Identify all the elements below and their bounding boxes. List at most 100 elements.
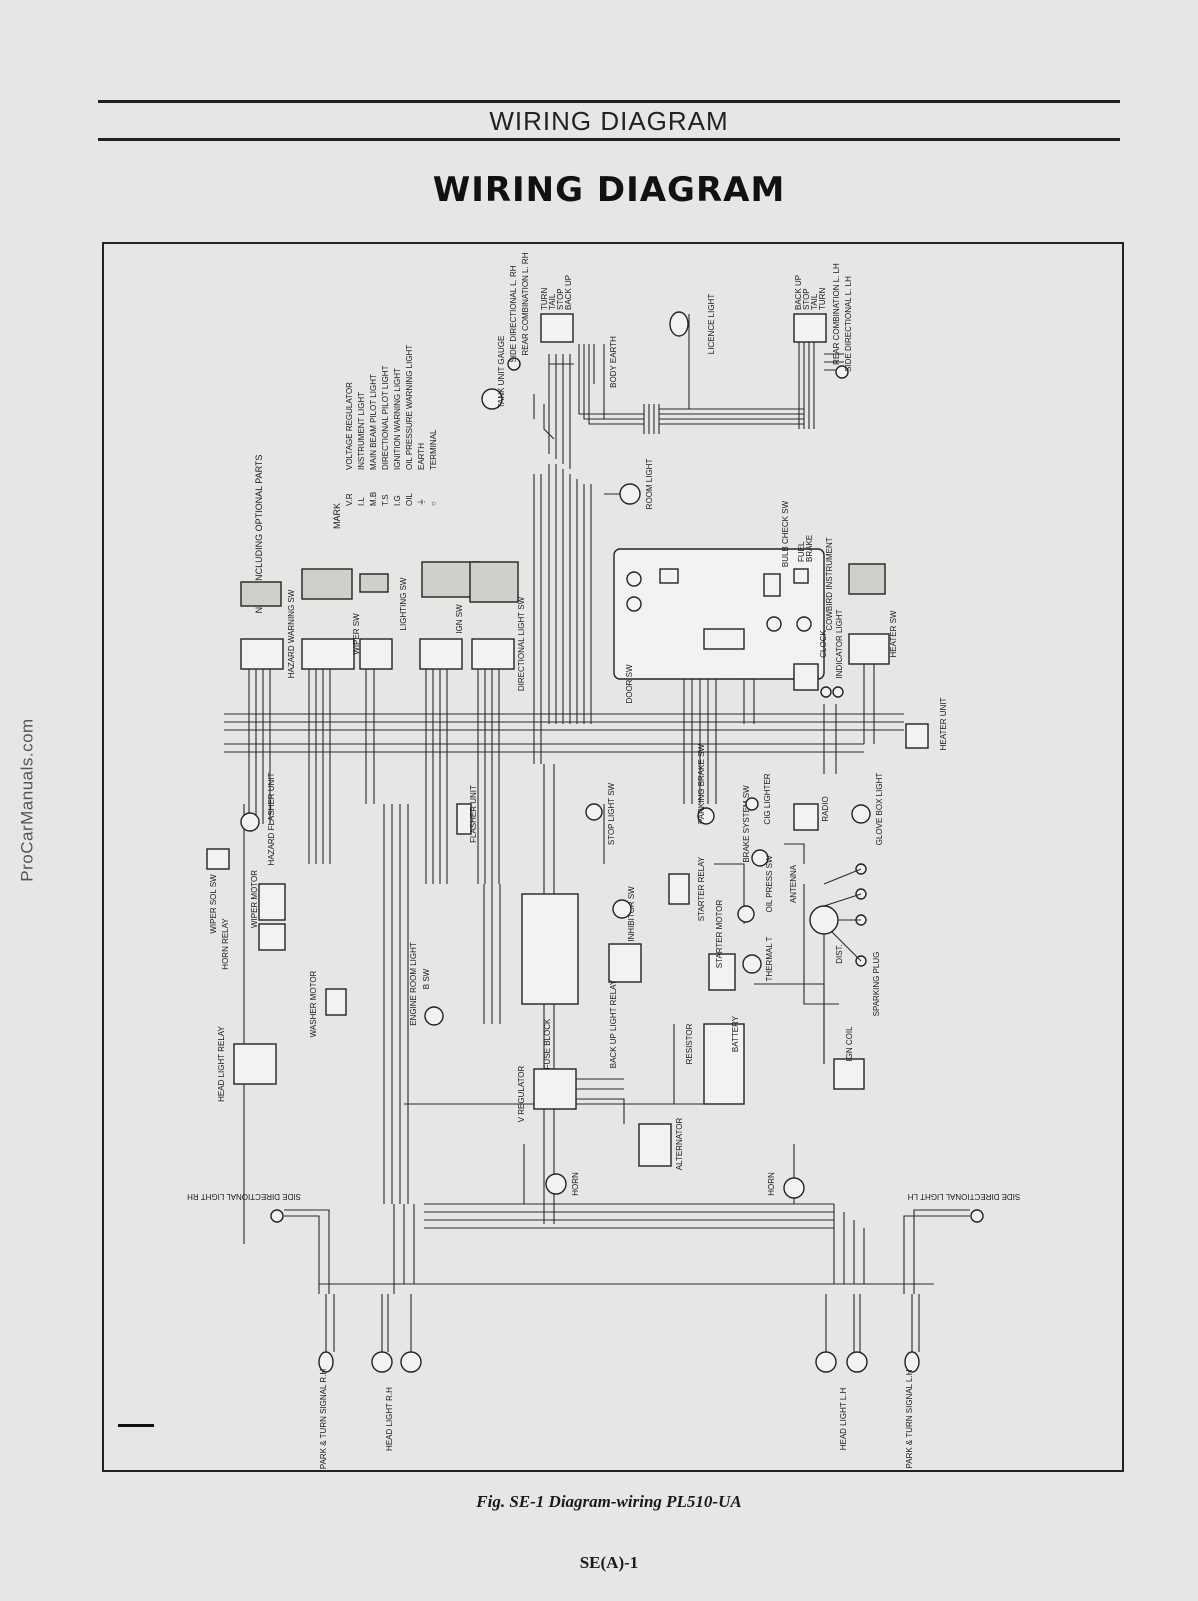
watermark: ProCarManuals.com [8, 700, 48, 900]
cig-lighter [745, 797, 759, 811]
flasher-unit-label: FLASHER UNIT [469, 785, 478, 843]
page-title: WIRING DIAGRAM [432, 170, 786, 210]
parking-brake-sw-label: PARKING BRAKE SW [697, 744, 706, 824]
mark-code: ⏚ [417, 498, 426, 506]
heater-sw-label: HEATER SW [889, 610, 898, 657]
turn-label: TURN [540, 288, 549, 310]
indicator-light [832, 686, 844, 698]
rear-combination-lh-label: REAR COMBINATION L. LH [832, 263, 841, 365]
header-rule-bottom [98, 138, 1120, 141]
resistor-label: RESISTOR [685, 1023, 694, 1064]
clock-label: CLOCK [819, 630, 828, 658]
door-sw-label: DOOR SW [625, 664, 634, 704]
hazard-flasher-unit [240, 812, 260, 832]
side-directional-lh-label: SIDE DIRECTIONAL LIGHT LH [908, 1192, 1021, 1201]
flasher-unit [456, 803, 472, 835]
indicator-light [820, 686, 832, 698]
instrument-lamp [766, 616, 782, 632]
wiper-sw-label: WIPER SW [352, 613, 361, 655]
parking-brake-switch [697, 807, 715, 825]
hazard-warning-sw-label: HAZARD WARNING SW [287, 589, 296, 678]
horn-left-label: HORN [571, 1172, 580, 1196]
hazard-warning-switch [240, 638, 284, 670]
engine-room-light [424, 1006, 444, 1026]
voltage-regulator [533, 1068, 577, 1110]
tank-unit-gauge-label: TANK UNIT GAUGE [497, 336, 506, 409]
heater-unit-label: HEATER UNIT [939, 698, 948, 751]
figure-caption: Fig. SE-1 Diagram-wiring PL510-UA [476, 1492, 742, 1511]
instrument-lamp [626, 596, 642, 612]
tank-unit-gauge [481, 388, 503, 410]
watermark-text: ProCarManuals.com [18, 718, 38, 882]
mark-code: M.B [369, 492, 378, 506]
corner-mark [118, 1424, 154, 1427]
horn-relay-label: HORN RELAY [221, 918, 230, 970]
park-turn-lh-label: PARK & TURN SIGNAL L.H [905, 1369, 914, 1468]
back-up-label: BACK UP [564, 275, 573, 310]
horn-left [545, 1173, 567, 1195]
mark-meaning: VOLTAGE REGULATOR [345, 382, 354, 470]
mark-code: ○ [429, 501, 438, 506]
instrument-lamp [626, 571, 642, 587]
dist-label: DIST. [835, 944, 844, 964]
wiring-diagram: NOTE: INCLUDING OPTIONAL PARTS MARK V.R … [118, 252, 1021, 1470]
room-light [619, 483, 641, 505]
horn-relay [258, 923, 286, 951]
head-light-lh-inner [846, 1351, 868, 1373]
mark-meaning: TERMINAL [429, 429, 438, 470]
battery [703, 1023, 745, 1105]
header-rule-top [98, 100, 1120, 103]
rear-harness [533, 314, 844, 764]
starter-relay-label: STARTER RELAY [697, 856, 706, 921]
wiper-sol-sw-label: WIPER SOL SW [209, 874, 218, 934]
b-switch [612, 899, 632, 919]
mark-legend: V.R VOLTAGE REGULATOR I.L INSTRUMENT LIG… [345, 345, 438, 506]
park-turn-rh-label: PARK & TURN SIGNAL R.H [319, 1369, 328, 1470]
tail-label: TAIL [810, 293, 819, 310]
heater-switch [848, 633, 890, 665]
instrument-lamp [796, 616, 812, 632]
switch-tables [240, 561, 886, 607]
dash-harness [224, 664, 904, 1294]
head-light-relay-label: HEAD LIGHT RELAY [217, 1025, 226, 1101]
wiper-motor-label: WIPER MOTOR [250, 870, 259, 928]
side-directional-lh-top-lamp [835, 365, 849, 379]
radio-label: RADIO [821, 796, 830, 821]
mark-code: I.L [357, 497, 366, 506]
rear-combination-lh-lamp [793, 313, 827, 343]
battery-label: BATTERY [731, 1015, 740, 1052]
body-earth-label: BODY EARTH [609, 336, 618, 388]
combination-instrument [613, 548, 825, 680]
front-harness [319, 1283, 934, 1352]
mark-meaning: INSTRUMENT LIGHT [357, 392, 366, 470]
brake-system-sw-label: BRAKE SYSTEM SW [742, 785, 751, 863]
mark-code: T.S [381, 494, 390, 506]
fuel-label: FUEL [797, 541, 806, 562]
diagram-frame: NOTE: INCLUDING OPTIONAL PARTS MARK V.R … [102, 242, 1124, 1472]
head-light-rh-outer [400, 1351, 422, 1373]
clock [793, 663, 819, 691]
distributor [809, 905, 839, 935]
mark-code: I.G [393, 495, 402, 506]
side-directional-lh-top-label: SIDE DIRECTIONAL L. LH [844, 276, 853, 372]
instrument-gauge [659, 568, 679, 584]
park-turn-signal-lh [904, 1351, 920, 1373]
stop-label: STOP [556, 288, 565, 310]
engine-room-light-label: ENGINE ROOM LIGHT [409, 942, 418, 1026]
inhibitor-sw-label: INHIBITOR SW [627, 886, 636, 942]
glove-box-light-label: GLOVE BOX LIGHT [875, 773, 884, 846]
mark-meaning: IGNITION WARNING LIGHT [393, 368, 402, 470]
note-text: NOTE: INCLUDING OPTIONAL PARTS [254, 455, 264, 614]
instrument-terminal-block [703, 628, 745, 650]
stop-light-sw-label: STOP LIGHT SW [607, 782, 616, 845]
rear-combination-rh-label: REAR COMBINATION L. RH [521, 252, 530, 355]
side-directional-light-lh [970, 1209, 984, 1223]
head-light-rh-inner [371, 1351, 393, 1373]
mark-code: OIL [405, 493, 414, 506]
back-up-light-relay-label: BACK UP LIGHT RELAY [609, 979, 618, 1068]
brake-system-switch [751, 849, 769, 867]
antenna-label: ANTENNA [789, 864, 798, 903]
stop-label: STOP [802, 288, 811, 310]
wiper-motor [258, 883, 286, 921]
b-sw-label: B SW [422, 968, 431, 989]
